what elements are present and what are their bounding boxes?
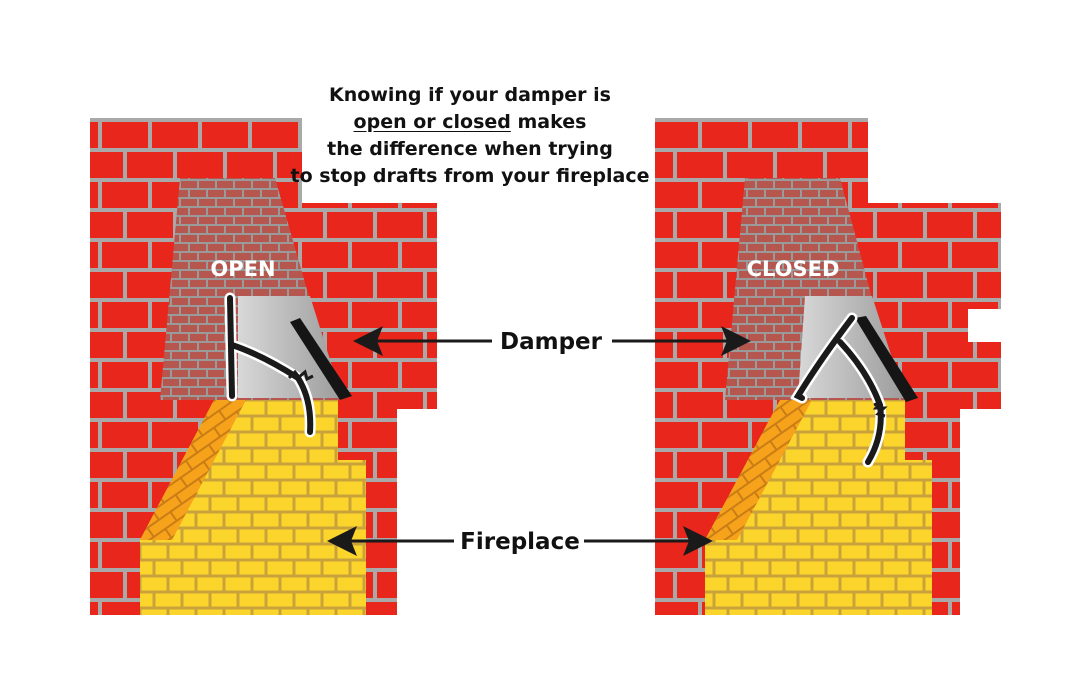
open-smoke-chamber [238, 296, 342, 398]
open-chimney: OPEN [90, 118, 437, 615]
fireplace-label: Fireplace [460, 529, 580, 555]
caption-line-3: the difference when trying [327, 138, 613, 160]
caption-line-2-rest: makes [510, 111, 587, 133]
closed-label: CLOSED [747, 257, 840, 281]
damper-callout: Damper [353, 326, 751, 356]
open-damper-plate [290, 318, 352, 400]
caption-emphasis: open or closed [353, 111, 511, 133]
fireplace-callout: Fireplace [327, 526, 713, 556]
closed-chimney: CLOSED [655, 118, 1001, 615]
damper-label: Damper [500, 329, 603, 355]
caption-line-4: to stop drafts from your fireplace [290, 165, 650, 187]
closed-damper-plate [855, 316, 918, 402]
caption: Knowing if your damper is open or closed… [270, 82, 670, 190]
caption-line-2: open or closed makes [270, 109, 670, 136]
damper-handle-icon [224, 292, 316, 438]
open-fireplace-side [140, 400, 246, 540]
open-label: OPEN [210, 257, 275, 281]
damper-handle-icon [790, 312, 888, 468]
closed-fireplace-side [705, 400, 812, 540]
caption-line-1: Knowing if your damper is [329, 84, 611, 106]
